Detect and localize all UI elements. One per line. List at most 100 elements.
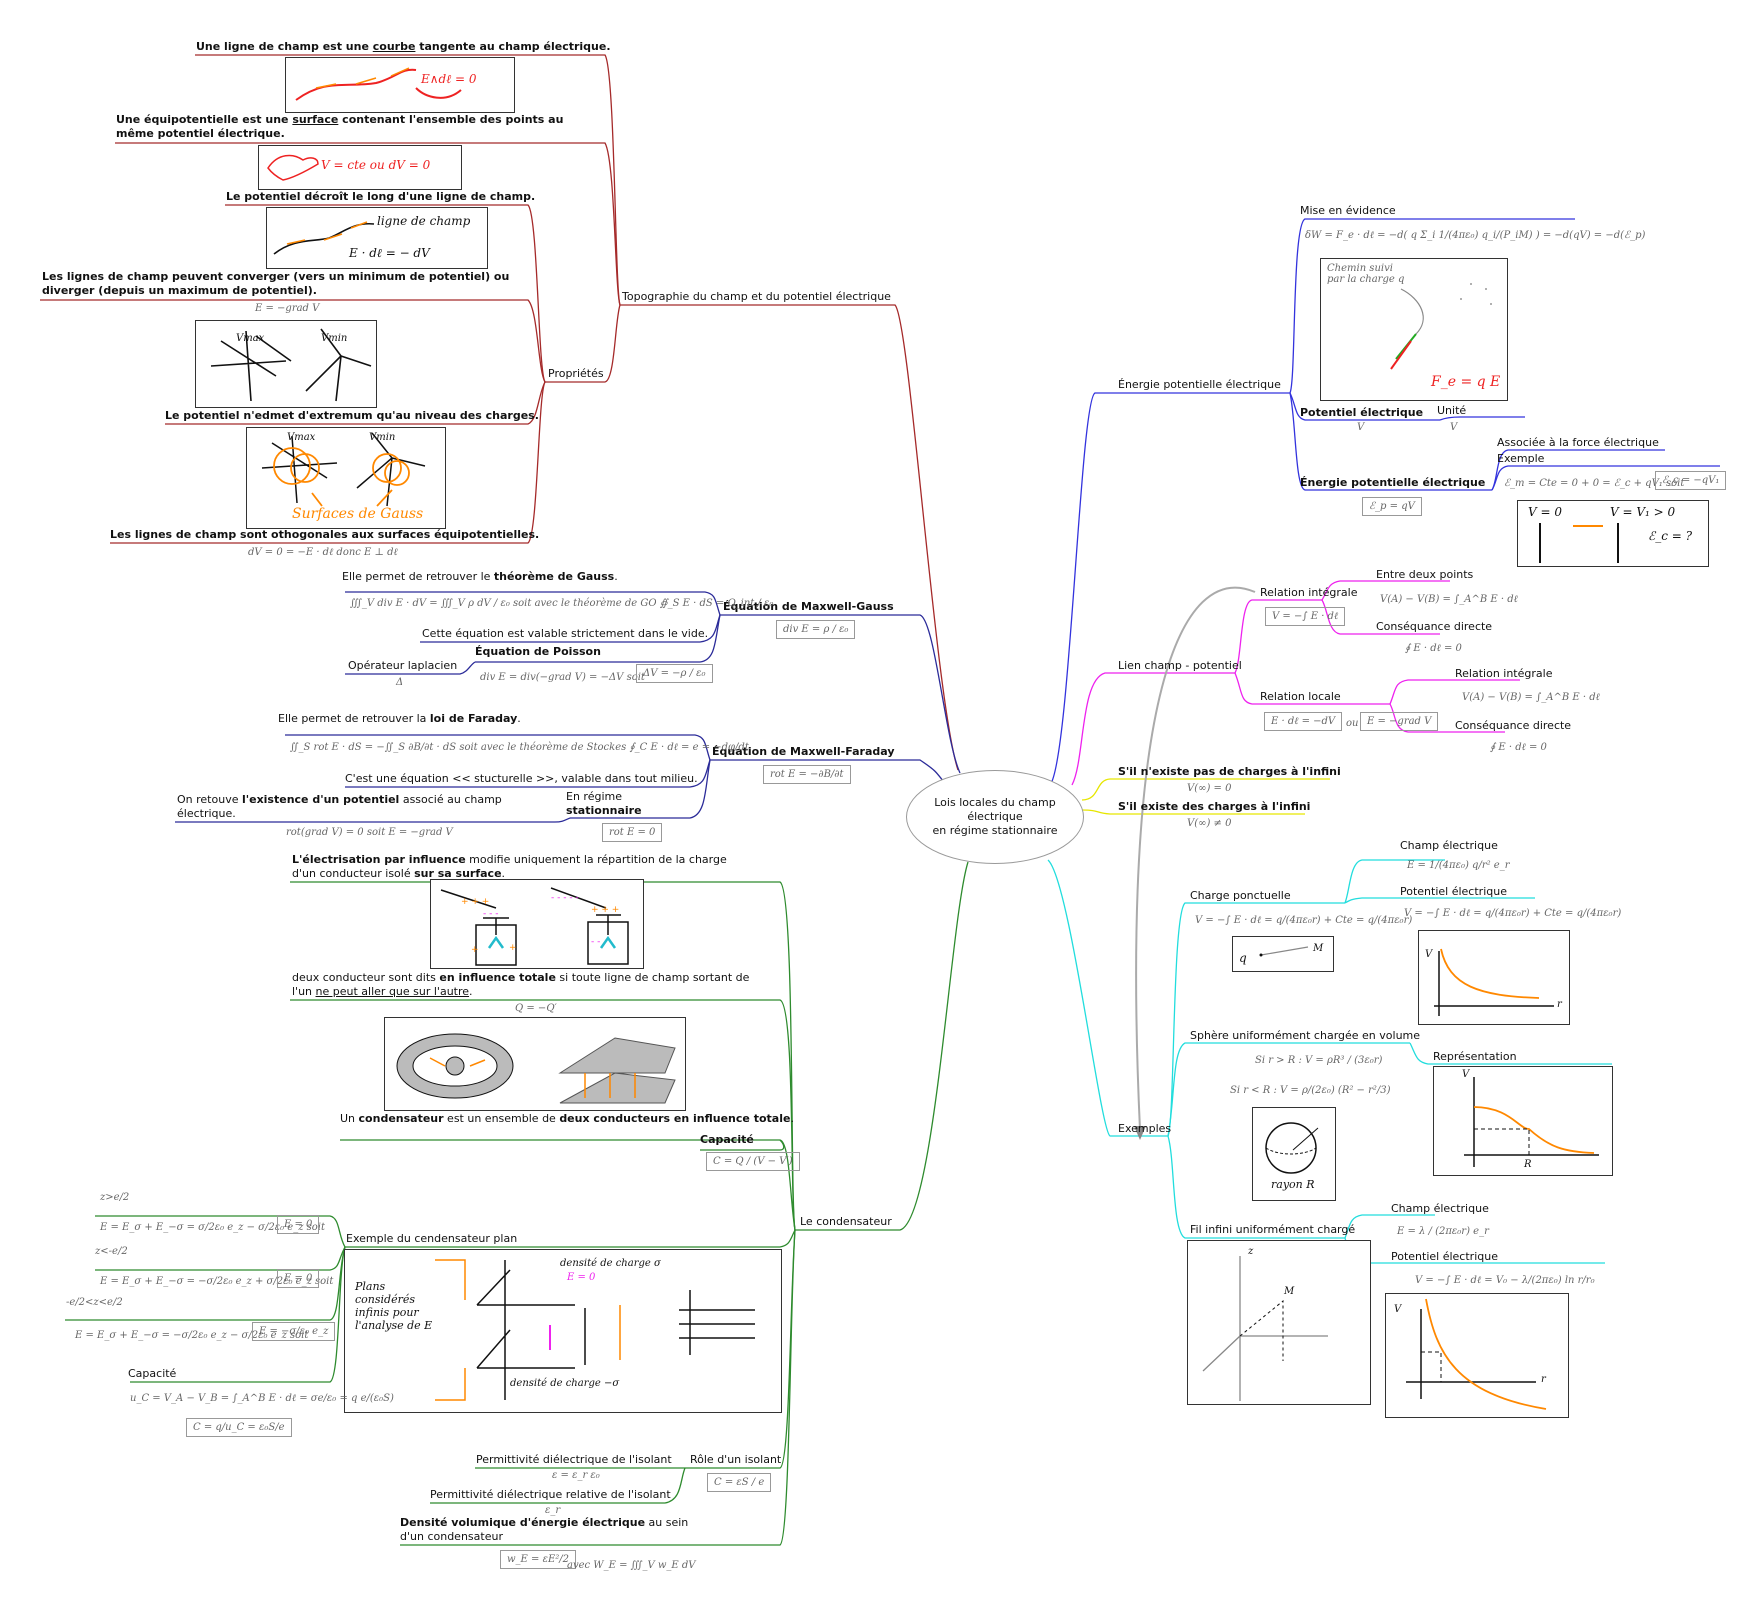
edge-ex-fil [1167,1135,1345,1239]
svg-text:+ + +: + + + [461,897,489,907]
converge-sketch: Vmax Vmin [195,320,377,408]
node-consequence-directe[interactable]: Conséquance directe [1376,620,1493,633]
node-potentiel-ponctuelle[interactable]: Potentiel électrique [1400,885,1507,898]
sketch-label: densité de charge σ [560,1258,661,1269]
node-equipotentielle[interactable]: Une équipotentielle est une surface cont… [116,113,596,141]
math-consequence: ∮ E · dℓ = 0 [1405,643,1462,654]
node-proprietes[interactable]: Propriétés [548,367,604,380]
edge-prop-p3 [165,381,546,425]
zone-eq-3: E = E_σ + E_−σ = −σ/2ε₀ e_z − σ/2ε₀ e_z … [75,1330,309,1341]
node-capacite-plan[interactable]: Capacité [128,1367,177,1380]
node-pas-charges-infini[interactable]: S'il n'existe pas de charges à l'infini [1118,765,1341,778]
math-box-densite: w_E = εE²/2 [500,1550,577,1569]
node-extremum[interactable]: Le potentiel n'edmet d'extremum qu'au ni… [165,409,539,422]
node-capacite[interactable]: Capacité [700,1133,754,1146]
math-box-maxwell-faraday: rot E = −∂B/∂t [763,765,851,784]
text: deux conducteur sont dits [292,971,440,984]
math-uc: u_C = V_A − V_B = ∫_A^B E · dℓ = σe/ε₀ =… [130,1393,394,1404]
math-faraday-integral: ∬_S rot E · dS = −∬_S ∂B/∂t · dS soit av… [290,742,749,753]
mise-evidence-sketch: Chemin suivi par la charge q F_e = q E [1320,258,1508,401]
node-fil-champ[interactable]: Champ électrique [1391,1202,1489,1215]
node-fil-infini[interactable]: Fil infini uniformément chargé [1190,1223,1356,1236]
node-permittivite[interactable]: Permittivité diélectrique de l'isolant [476,1453,672,1466]
text: . [469,985,473,998]
node-ligne-champ[interactable]: Une ligne de champ est une courbe tangen… [196,40,611,54]
node-consequence-directe-2[interactable]: Conséquance directe [1455,719,1572,732]
node-existence-potentiel[interactable]: On retouve l'existence d'un potentiel as… [177,793,507,821]
edge-center-lien [1071,672,1235,786]
charge-path-sketch-icon [1390,283,1492,370]
text: . [517,712,521,725]
node-fil-potentiel[interactable]: Potentiel électrique [1391,1250,1498,1263]
sketch-label: Vmax [287,432,316,443]
node-lien-champ-potentiel[interactable]: Lien champ - potentiel [1118,659,1242,672]
sketch-label: V = V₁ > 0 [1610,505,1676,519]
axis-label: R [1524,1159,1532,1170]
node-mise-evidence[interactable]: Mise en évidence [1300,204,1396,217]
node-entre-deux-points[interactable]: Entre deux points [1376,568,1474,581]
text: modifie uniquement la répartition de la … [292,853,727,880]
node-charges-infini[interactable]: S'il existe des charges à l'infini [1118,800,1311,813]
sketch-label: M [1284,1286,1295,1297]
math-sphere-1: Si r > R : V = ρR³ / (3ε₀r) [1255,1055,1383,1066]
node-exemple-plan[interactable]: Exemple du cendensateur plan [346,1232,518,1245]
node-influence-totale[interactable]: deux conducteur sont dits en influence t… [292,971,762,999]
sketch-label: ligne de champ [377,214,471,228]
node-topographie[interactable]: Topographie du champ et du potentiel éle… [622,290,891,303]
edge-prop-p1 [225,204,546,383]
node-exemples[interactable]: Exemples [1118,1122,1172,1135]
node-maxwell-gauss[interactable]: Équation de Maxwell-Gauss [723,600,894,613]
charge-distance-sketch-icon [1259,946,1309,957]
text-bold: L'électrisation par influence [292,853,466,866]
node-energie-potentielle[interactable]: Énergie potentielle électrique [1118,378,1281,391]
node-champ-electrique[interactable]: Champ électrique [1400,839,1498,852]
influence-totale-sketch [384,1017,686,1111]
node-role-isolant[interactable]: Rôle d'un isolant [690,1453,782,1466]
node-orthogonales[interactable]: Les lignes de champ sont othogonales aux… [110,528,540,541]
sketch-label: Vmax [236,333,265,344]
node-relation-locale[interactable]: Relation locale [1260,690,1341,703]
node-charge-ponctuelle[interactable]: Charge ponctuelle [1190,889,1291,902]
node-laplacien[interactable]: Opérateur laplacien [348,659,458,672]
node-permittivite-relative[interactable]: Permittivité diélectrique relative de l'… [430,1488,671,1501]
node-faraday-structurelle[interactable]: C'est une équation << stucturelle >>, va… [345,772,698,785]
math-potentiel-ponctuelle: V = −∫ E · dℓ = q/(4πε₀r) + Cte = q/(4πε… [1404,908,1622,919]
node-condensateur-def[interactable]: Un condensateur est un ensemble de deux … [340,1112,794,1126]
zone-eq-1: E = E_σ + E_−σ = σ/2ε₀ e_z − σ/2ε₀ e_z s… [100,1222,326,1233]
node-maxwell-faraday[interactable]: Équation de Maxwell-Faraday [712,745,895,758]
node-exemple-energie[interactable]: Exemple [1497,452,1545,465]
node-sphere[interactable]: Sphère uniformément chargée en volume [1190,1029,1421,1042]
node-potentiel-decroit[interactable]: Le potentiel décroît le long d'une ligne… [226,190,536,203]
node-gauss-vide[interactable]: Cette équation est valable strictement d… [422,627,709,640]
electroscope-sketch-icon: + + ++++ + +- - -- - - - -- - [440,887,629,966]
node-energie-pot-def[interactable]: Énergie potentielle électrique [1300,476,1486,489]
node-representation[interactable]: Représentation [1433,1050,1517,1063]
edge-center-exemples [1047,859,1168,1137]
plan-capacitor-sketch: Plans considérés infinis pour l'analyse … [344,1249,782,1413]
text: associé au champ électrique. [177,793,502,820]
node-potentiel-electrique[interactable]: Potentiel électrique [1300,406,1424,419]
node-faraday-intro[interactable]: Elle permet de retrouver la loi de Farad… [278,712,521,726]
edge-lien-locale [1234,672,1390,705]
edge-prop-p4 [110,381,546,544]
node-influence[interactable]: L'électrisation par influence modifie un… [292,853,742,881]
node-condensateur[interactable]: Le condensateur [800,1215,892,1228]
text: contenant l'ensemble des points au même … [116,113,564,140]
node-densite-energie[interactable]: Densité volumique d'énergie électrique a… [400,1516,710,1544]
math-charge-ponctuelle: V = −∫ E · dℓ = q/(4πε₀r) + Cte = q/(4πε… [1195,915,1413,926]
sphere-sketch: rayon R [1252,1107,1336,1201]
node-associee-force[interactable]: Associée à la force électrique [1497,436,1659,449]
node-gauss-intro[interactable]: Elle permet de retrouver le théorème de … [342,570,618,584]
surface-sketch-icon [267,154,319,181]
math-rot-grad: rot(grad V) = 0 soit E = −grad V [286,827,453,838]
node-poisson[interactable]: Équation de Poisson [475,645,601,658]
sphere-potential-plot: V R [1433,1066,1613,1176]
node-converger-diverger[interactable]: Les lignes de champ peuvent converger (v… [42,270,510,297]
node-relation-integrale-2[interactable]: Relation intégrale [1455,667,1553,680]
node-unite[interactable]: Unité [1437,404,1467,417]
svg-text:- - -: - - - [483,909,498,919]
node-relation-integrale[interactable]: Relation intégrale [1260,586,1358,599]
